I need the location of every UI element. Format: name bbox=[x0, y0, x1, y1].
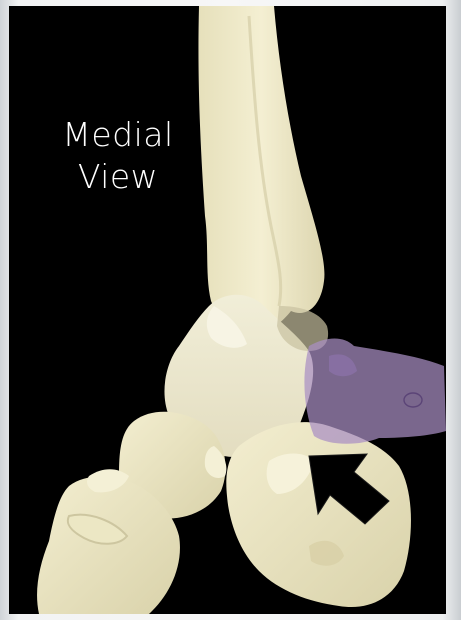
calcaneus-bone bbox=[226, 422, 411, 607]
anatomy-slide: Medial View bbox=[9, 6, 446, 614]
ankle-illustration bbox=[9, 6, 446, 614]
caption-line-1: Medial bbox=[23, 114, 213, 156]
highlighted-region bbox=[304, 339, 446, 444]
caption-line-2: View bbox=[23, 156, 213, 198]
view-caption: Medial View bbox=[23, 114, 213, 198]
